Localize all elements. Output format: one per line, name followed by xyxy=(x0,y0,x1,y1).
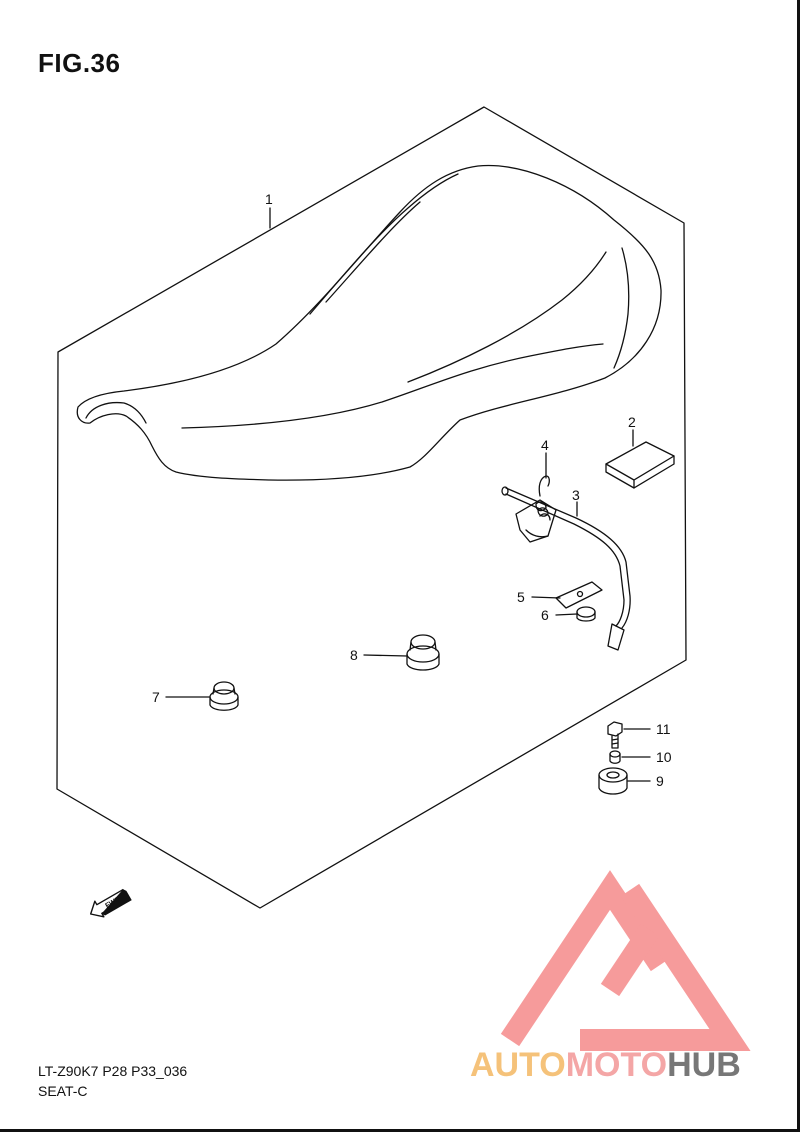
watermark-part-hub: HUB xyxy=(667,1046,741,1084)
watermark-part-moto: MOTO xyxy=(565,1046,668,1084)
leader-lines xyxy=(165,207,651,782)
part-3-latch-rod xyxy=(501,486,631,651)
part-11-bolt xyxy=(607,721,623,749)
seat-drawing xyxy=(76,164,662,481)
callout-5: 5 xyxy=(517,589,525,605)
section-name: SEAT-C xyxy=(38,1083,88,1099)
callout-labels: 1 2 3 4 5 6 7 8 9 10 11 xyxy=(152,191,672,789)
callout-6: 6 xyxy=(541,607,549,623)
part-8-cushion xyxy=(406,634,440,671)
part-2-pad xyxy=(605,441,675,489)
callout-7: 7 xyxy=(152,689,160,705)
fwd-arrow-icon: FWD xyxy=(89,888,132,918)
callout-1: 1 xyxy=(265,191,273,207)
callout-4: 4 xyxy=(541,437,549,453)
callout-2: 2 xyxy=(628,414,636,430)
part-5-plate xyxy=(555,581,603,609)
part-9-grommet xyxy=(598,767,628,795)
callout-11: 11 xyxy=(656,721,671,737)
callout-8: 8 xyxy=(350,647,358,663)
callout-9: 9 xyxy=(656,773,664,789)
part-7-cushion xyxy=(209,681,239,711)
reference-code: LT-Z90K7 P28 P33_036 xyxy=(38,1063,188,1079)
assembly-outline xyxy=(56,106,687,909)
part-4-spring xyxy=(535,475,551,521)
callout-3: 3 xyxy=(572,487,580,503)
part-10-collar xyxy=(609,750,621,764)
automotohub-logo-icon xyxy=(500,870,751,1051)
figure-title: FIG.36 xyxy=(38,48,121,78)
watermark-wordmark: AUTOMOTOHUB xyxy=(470,1046,741,1085)
callout-10: 10 xyxy=(656,749,672,765)
watermark-part-auto: AUTO xyxy=(470,1046,566,1084)
part-6-nut xyxy=(576,606,596,622)
